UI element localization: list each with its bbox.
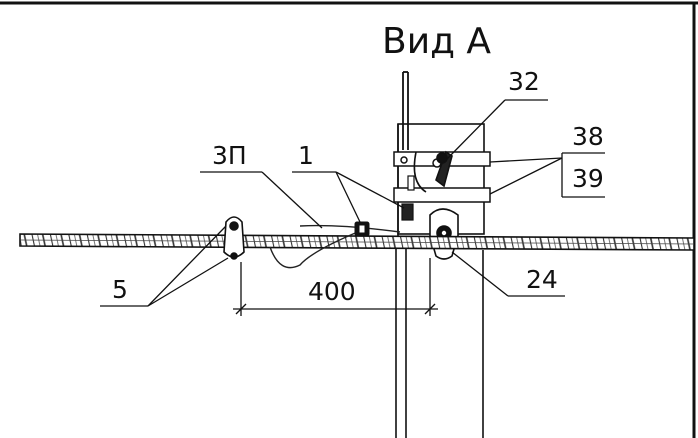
main-cable: [19, 233, 695, 251]
label-24: 24: [526, 265, 558, 294]
label-38: 38: [572, 122, 604, 151]
leader-lines: [100, 99, 605, 307]
label-1: 1: [298, 141, 314, 170]
bracket-plates: [393, 151, 491, 203]
label-39: 39: [572, 164, 604, 193]
dimension-400: [233, 258, 438, 316]
label-3p: 3П: [212, 141, 247, 170]
vertical-rod: [402, 71, 409, 150]
drop-wire-3p: [269, 224, 401, 269]
view-title: Вид А: [382, 21, 491, 62]
dimension-400-label: 400: [308, 277, 356, 306]
rod-clamps: [401, 175, 415, 221]
damper-1: [354, 221, 370, 237]
label-32: 32: [508, 67, 540, 96]
spacer-5: [223, 216, 245, 260]
label-5: 5: [112, 275, 128, 304]
